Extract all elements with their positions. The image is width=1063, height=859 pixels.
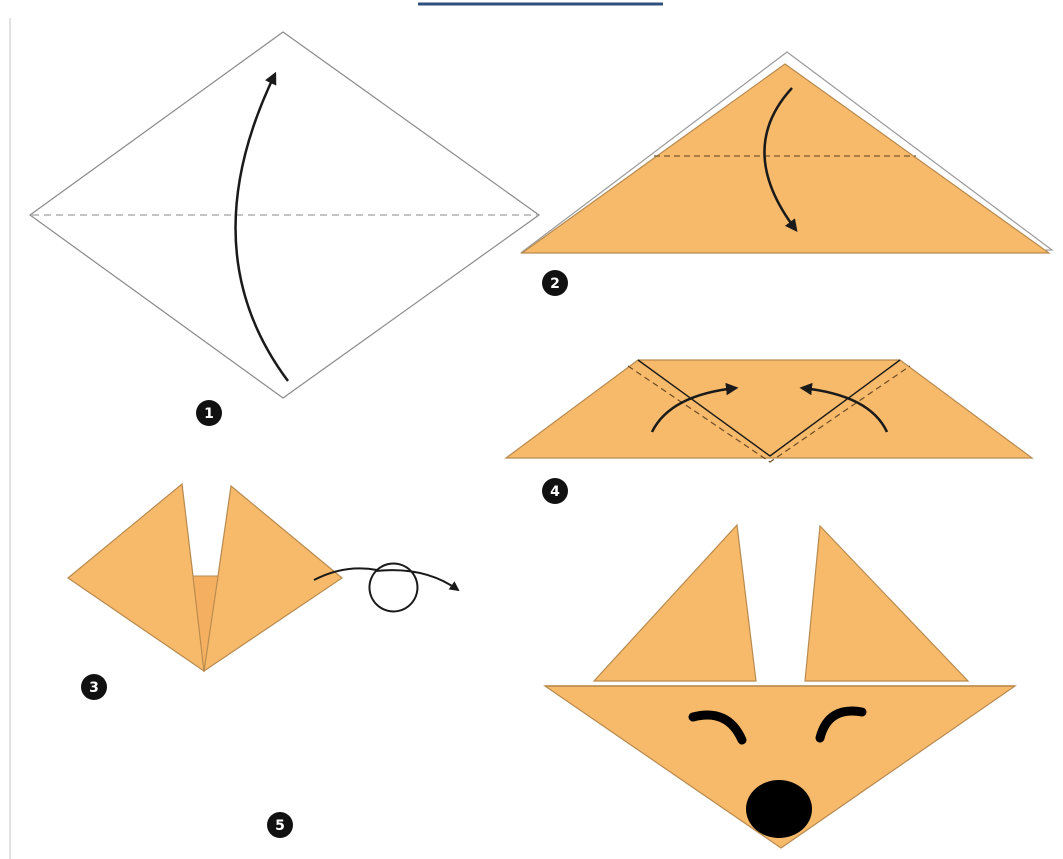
step-1-figure: [30, 32, 539, 398]
nose: [746, 780, 812, 838]
orange-trapezoid: [506, 360, 1032, 458]
step-number: 3: [89, 680, 99, 696]
step-number: 1: [204, 406, 214, 422]
loop-arrow-icon: [314, 563, 458, 611]
step-badge-5: 5: [267, 812, 293, 838]
step-3-figure: [68, 484, 458, 671]
left-ear-flap: [68, 484, 204, 671]
orange-triangle: [522, 64, 1049, 253]
step-number: 5: [275, 818, 285, 834]
step-badge-1: 1: [196, 400, 222, 426]
right-ear-flap: [204, 486, 342, 671]
left-ear: [594, 525, 756, 681]
step-5-figure: [545, 525, 1015, 848]
right-ear: [805, 526, 968, 681]
step-number: 2: [550, 276, 560, 292]
step-badge-3: 3: [81, 674, 107, 700]
step-4-figure: [506, 360, 1032, 462]
step-2-figure: [522, 52, 1052, 253]
step-badge-2: 2: [542, 270, 568, 296]
step-number: 4: [550, 484, 560, 500]
step-badge-4: 4: [542, 478, 568, 504]
